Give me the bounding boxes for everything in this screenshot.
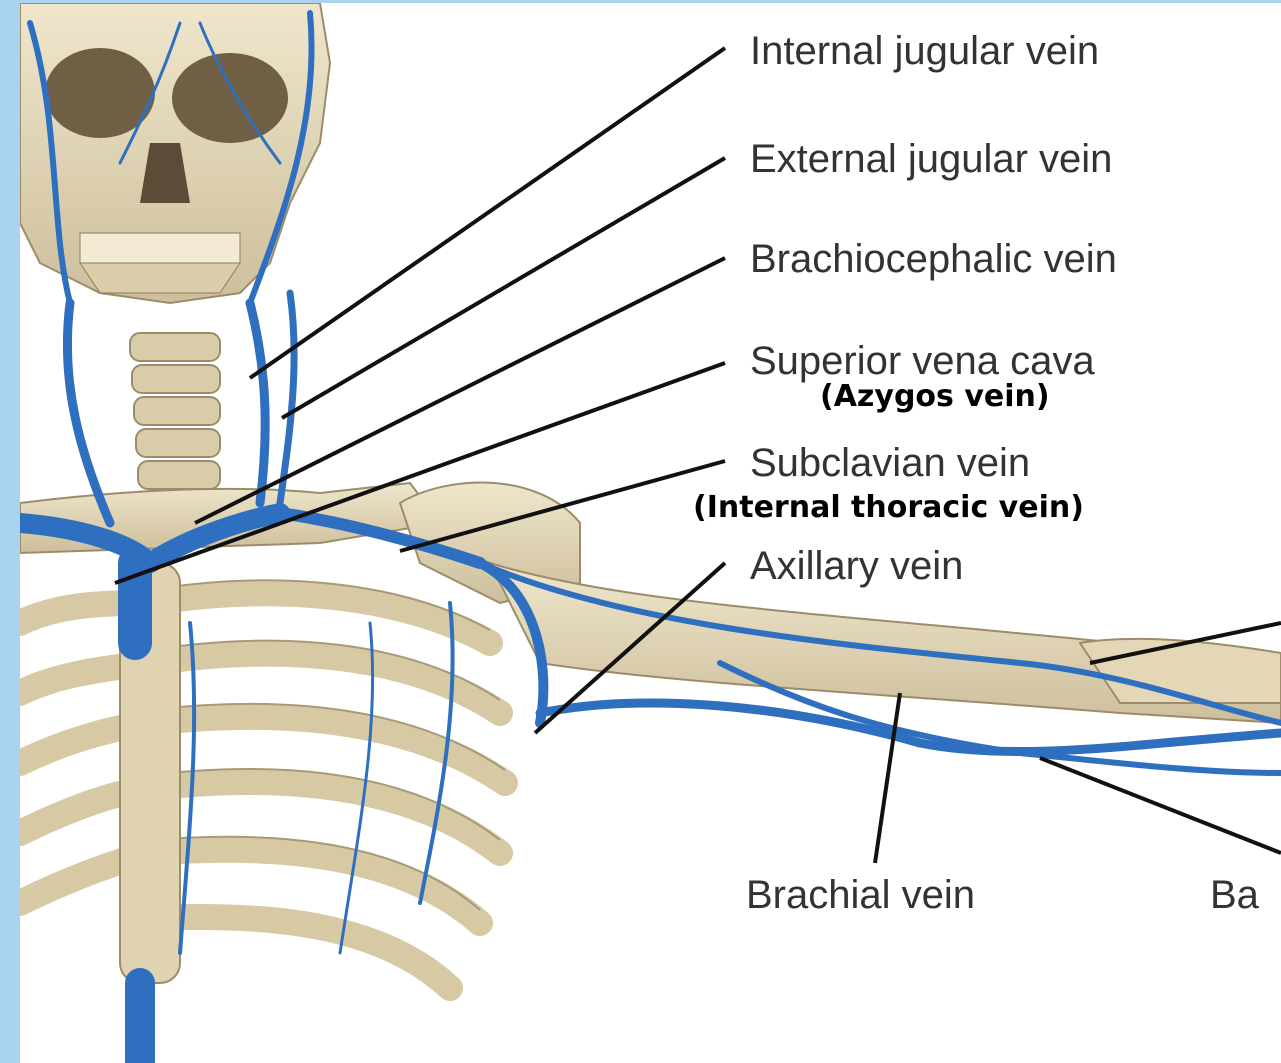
label-brachiocephalic-vein: Brachiocephalic vein (750, 239, 1117, 279)
label-subclavian-vein: Subclavian vein (750, 443, 1030, 483)
skull (20, 3, 330, 303)
cervical-spine (130, 333, 220, 489)
label-axillary-vein: Axillary vein (750, 546, 963, 586)
label-azygos-vein: (Azygos vein) (820, 382, 1050, 412)
left-frame-border (0, 0, 20, 1063)
rib-cage (20, 593, 505, 988)
label-external-jugular-vein: External jugular vein (750, 139, 1112, 179)
label-internal-jugular-vein: Internal jugular vein (750, 31, 1099, 71)
label-internal-thoracic-vein: (Internal thoracic vein) (693, 493, 1084, 523)
label-basilic-vein-partial: Ba (1210, 875, 1259, 915)
label-brachial-vein: Brachial vein (746, 875, 975, 915)
label-superior-vena-cava: Superior vena cava (750, 341, 1095, 381)
anatomy-diagram: Internal jugular vein External jugular v… (20, 3, 1281, 1063)
